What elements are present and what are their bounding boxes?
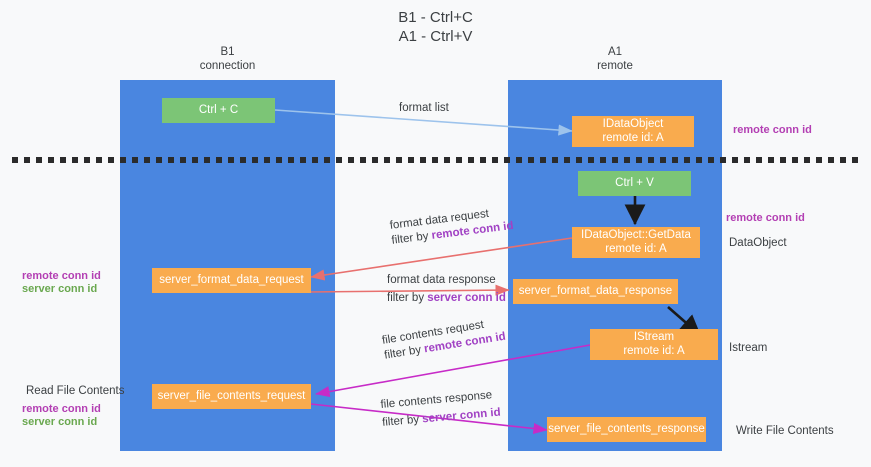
filter-key-server-conn-id: server conn id	[427, 292, 506, 304]
node-ctrl-c[interactable]: Ctrl + C	[162, 98, 275, 123]
phase-divider	[12, 157, 860, 163]
edge-label-file-contents-request: file contents request filter by remote c…	[381, 315, 507, 364]
node-idataobject-remote[interactable]: IDataObject remote id: A	[572, 116, 694, 147]
filter-prefix: filter by	[381, 413, 423, 429]
node-server-format-data-response[interactable]: server_format_data_response	[513, 279, 678, 304]
annotation-remote-conn-id-mid: remote conn id	[726, 212, 805, 224]
edge-label-format-list: format list	[399, 102, 449, 114]
annotation-left-remote-conn-id: remote conn id	[22, 270, 101, 282]
filter-key-server-conn-id: server conn id	[421, 406, 502, 426]
node-server-file-contents-response[interactable]: server_file_contents_response	[547, 417, 706, 442]
edge-label-format-data-response-text: format data response	[387, 274, 496, 286]
edge-label-format-data-request: format data request filter by remote con…	[389, 204, 514, 249]
column-header-a1: A1 remote	[597, 46, 633, 72]
annotation-remote-conn-id-top: remote conn id	[733, 124, 812, 136]
node-idataobject-getdata[interactable]: IDataObject::GetData remote id: A	[572, 227, 700, 258]
annotation-left-server-conn-id-2: server conn id	[22, 416, 98, 428]
node-server-format-data-request[interactable]: server_format_data_request	[152, 268, 311, 293]
annotation-write-file-contents: Write File Contents	[736, 425, 834, 437]
column-header-b1: B1 connection	[199, 46, 256, 72]
node-ctrl-v[interactable]: Ctrl + V	[578, 171, 691, 196]
annotation-dataobject: DataObject	[729, 237, 787, 249]
node-istream-remote[interactable]: IStream remote id: A	[590, 329, 718, 360]
edge-label-format-data-response-filter: filter by server conn id	[387, 291, 506, 306]
filter-prefix: filter by	[387, 292, 428, 304]
filter-prefix: filter by	[390, 229, 433, 247]
annotation-read-file-contents: Read File Contents	[26, 385, 125, 397]
node-server-file-contents-request[interactable]: server_file_contents_request	[152, 384, 311, 409]
edge-label-format-data-response: format data response filter by server co…	[387, 273, 506, 306]
annotation-istream: Istream	[729, 342, 768, 354]
annotation-left-remote-conn-id-2: remote conn id	[22, 403, 101, 415]
edge-label-file-contents-response: file contents response filter by server …	[380, 388, 501, 431]
annotation-left-server-conn-id: server conn id	[22, 283, 98, 295]
page-title: B1 - Ctrl+C A1 - Ctrl+V	[398, 9, 473, 45]
